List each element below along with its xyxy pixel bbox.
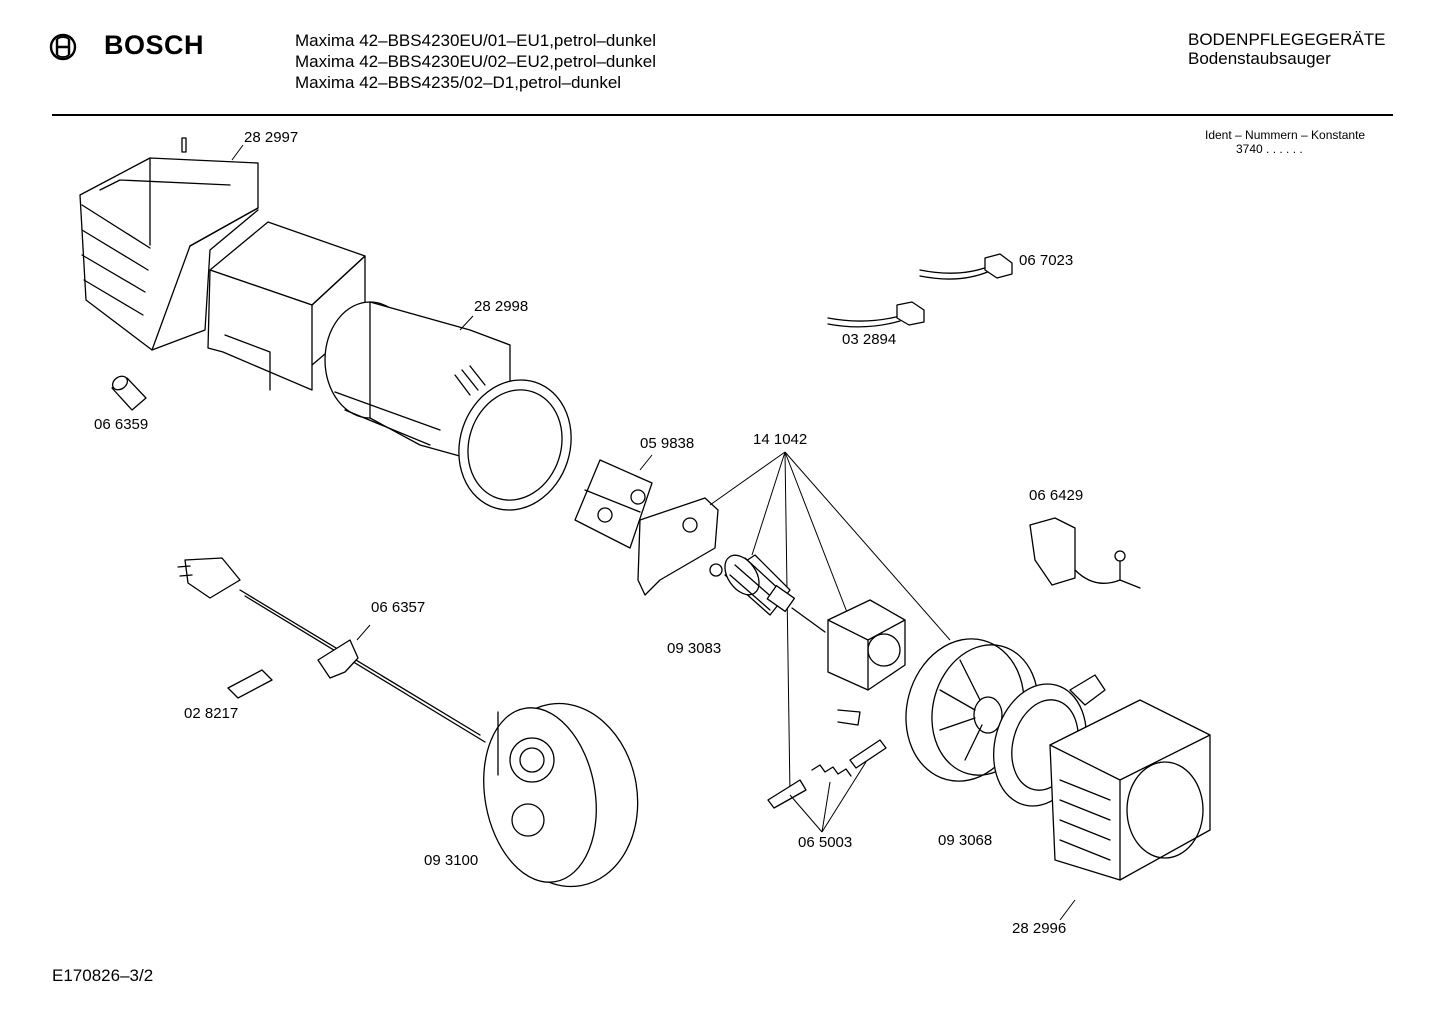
category-block: BODENPFLEGEGERÄTE Bodenstaubsauger (1188, 30, 1385, 68)
bosch-logo: BOSCH (48, 30, 208, 64)
part-label: 28 2998 (474, 298, 529, 315)
brand-name: BOSCH (104, 30, 205, 60)
part-label: 06 6357 (371, 599, 426, 616)
cord-reel (483, 702, 639, 888)
part-label: 06 6359 (94, 416, 149, 433)
part-label: 03 2894 (842, 331, 897, 348)
leader-282998 (459, 315, 474, 331)
part-label: 06 7023 (1019, 252, 1074, 269)
small-filter-cylinder (111, 375, 147, 411)
part-label: 05 9838 (640, 435, 695, 452)
model-list: Maxima 42–BBS4230EU/01–EU1,petrol–dunkel… (295, 30, 656, 93)
model-line: Maxima 42–BBS4230EU/01–EU1,petrol–dunkel (295, 31, 657, 50)
leaders-065003 (789, 761, 867, 833)
header-divider (52, 114, 1393, 116)
leader-282996 (1059, 899, 1076, 921)
part-label: 06 5003 (798, 834, 853, 851)
model-line: Maxima 42–BBS4230EU/02–EU2,petrol–dunkel (295, 52, 657, 71)
category-title: BODENPFLEGEGERÄTE (1188, 30, 1386, 49)
cord-stop-pin (227, 669, 273, 699)
power-cord (177, 557, 486, 743)
leader-066357 (356, 624, 371, 641)
ident-value: 3740 . . . . . . (1236, 142, 1303, 156)
rear-housing-frame (79, 137, 259, 351)
part-label: 09 3100 (424, 852, 479, 869)
part-label: 06 6429 (1029, 487, 1084, 504)
front-housing-frame (1049, 699, 1211, 881)
connector-cable-1 (919, 253, 1013, 280)
part-label: 28 2997 (244, 129, 299, 146)
brush-holder-bracket (574, 459, 653, 549)
drawing-code: E170826–3/2 (52, 966, 154, 985)
armature-rotor (709, 554, 826, 633)
part-label: 02 8217 (184, 705, 239, 722)
part-label: 09 3083 (667, 640, 722, 657)
ident-label: Ident – Nummern – Konstante (1205, 128, 1366, 142)
leaders-141042 (709, 451, 951, 796)
model-line: Maxima 42–BBS4235/02–D1,petrol–dunkel (295, 73, 622, 92)
motor-cover-box (207, 221, 366, 391)
part-label: 28 2996 (1012, 920, 1067, 937)
part-label: 14 1042 (753, 431, 808, 448)
leader-282997 (231, 144, 244, 161)
motor-stator (827, 599, 906, 691)
part-label: 09 3068 (938, 832, 993, 849)
carbon-brushes (767, 709, 887, 809)
leader-059838 (639, 454, 653, 471)
cable-holder-clip (1029, 517, 1141, 589)
fan-housing (324, 301, 572, 511)
bosch-armature-icon (49, 33, 77, 61)
connector-cable-2 (827, 301, 925, 328)
shield-plate (637, 497, 719, 596)
category-subtitle: Bodenstaubsauger (1188, 49, 1331, 68)
ident-block: Ident – Nummern – Konstante 3740 . . . .… (1205, 128, 1365, 156)
